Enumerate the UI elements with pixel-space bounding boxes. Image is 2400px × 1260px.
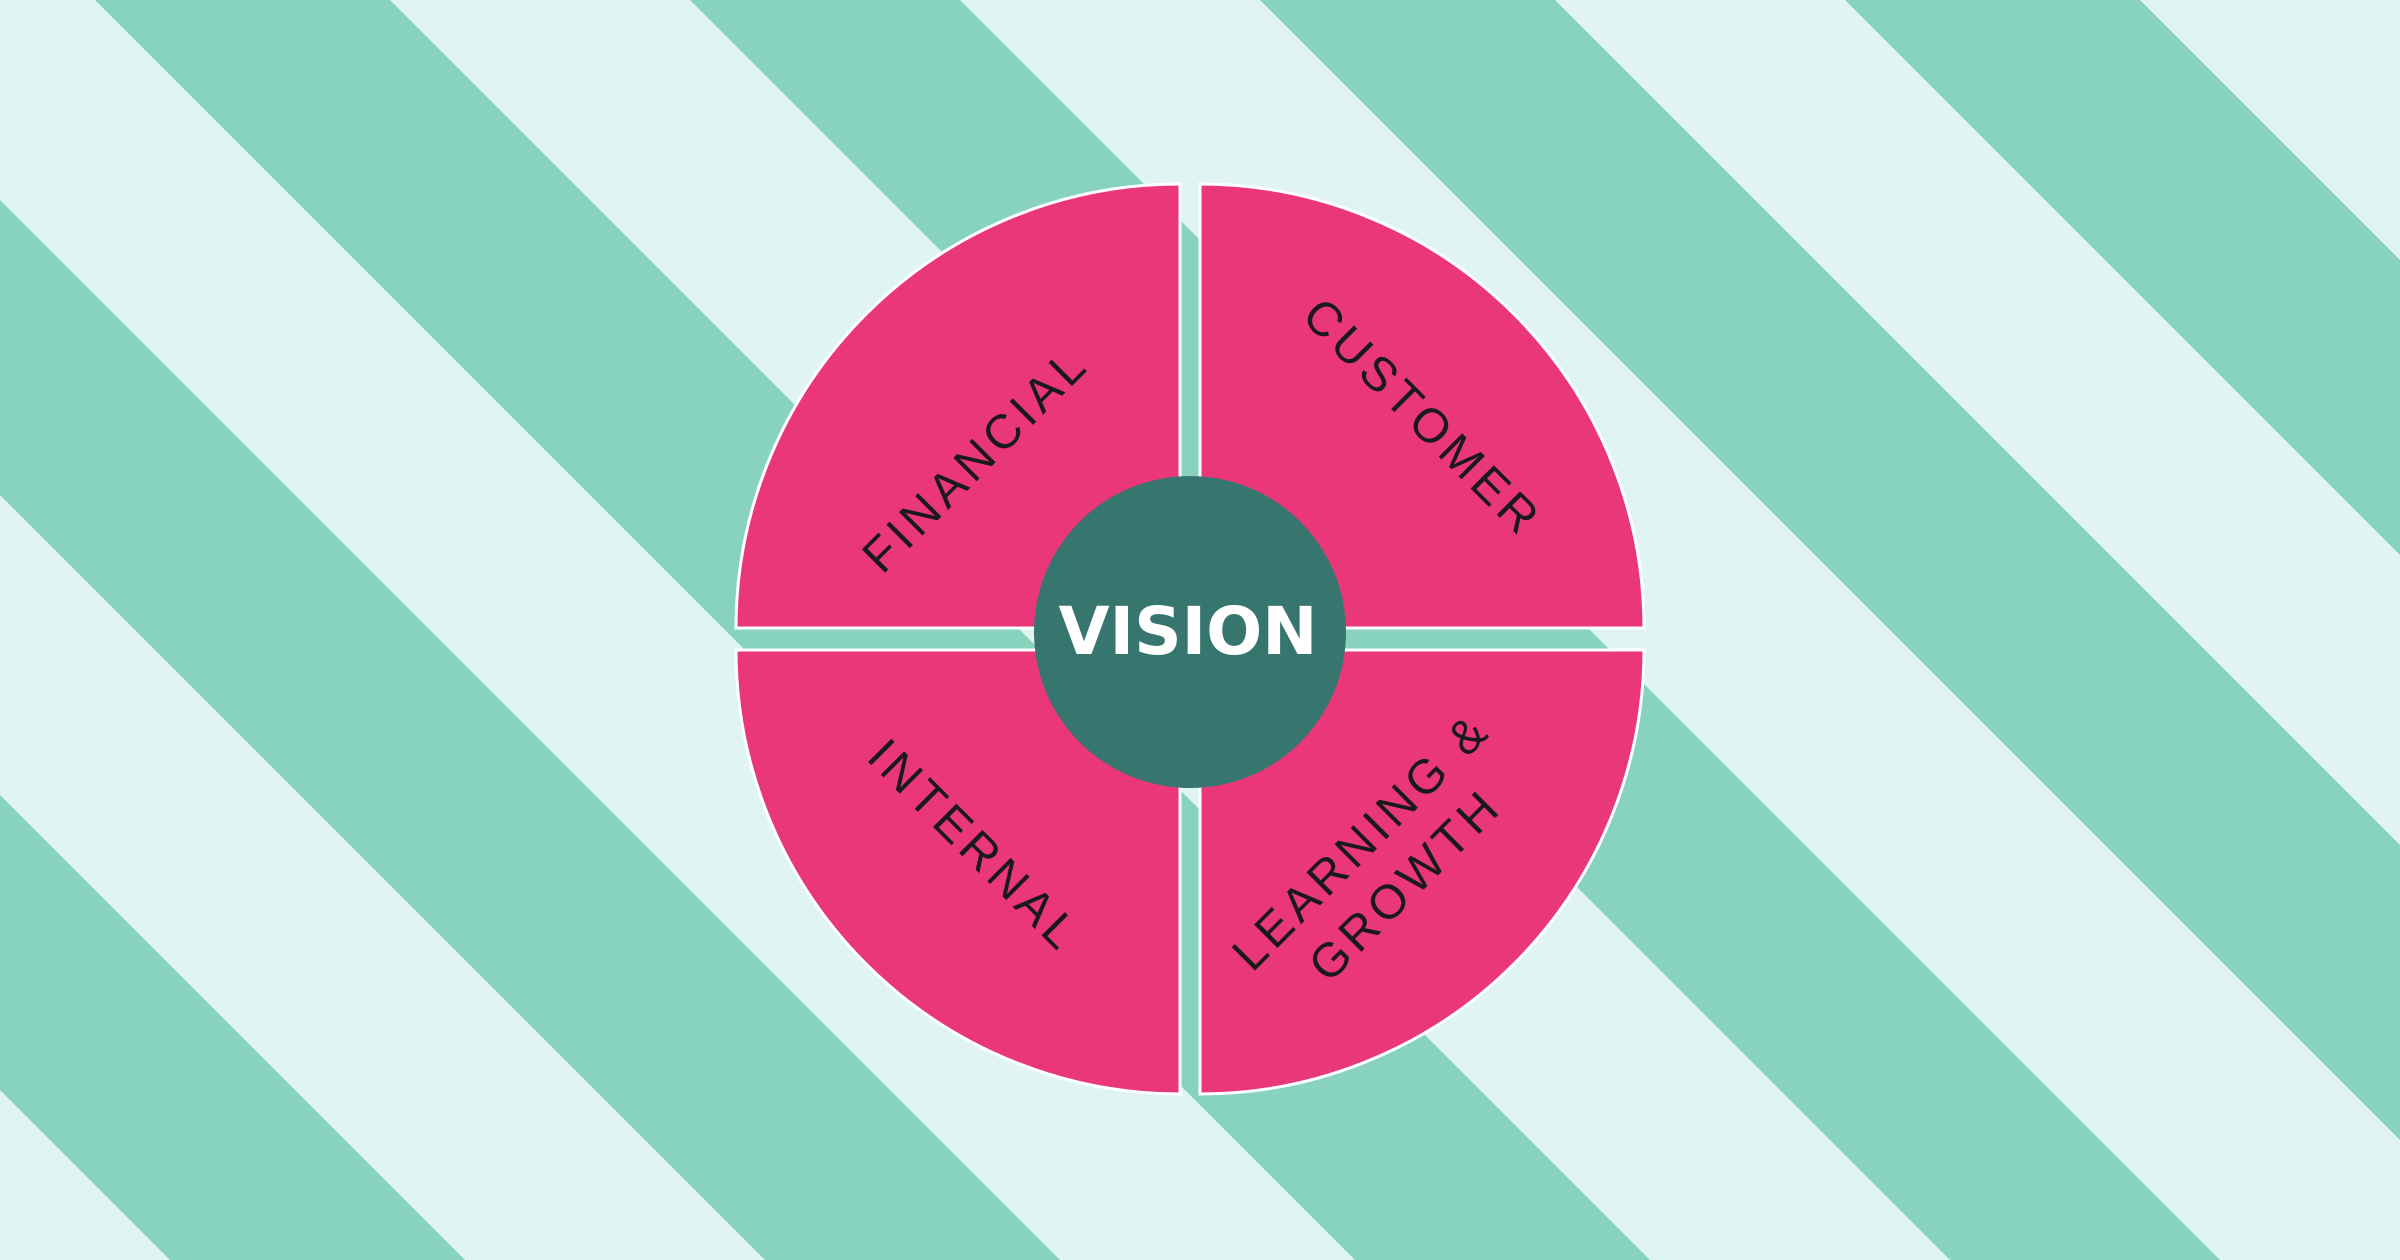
quadrant-learning-growth: [1198, 648, 1646, 1096]
stripe: [0, 795, 465, 1260]
quadrant-internal: [734, 648, 1182, 1096]
stripe: [1260, 0, 2400, 1140]
center-circle: [1034, 476, 1346, 788]
stripe: [0, 200, 1060, 1260]
quadrants: [734, 182, 1646, 1096]
quadrant-financial: [734, 182, 1182, 630]
stripe: [1845, 0, 2400, 555]
quadrant-customer: [1198, 182, 1646, 630]
center-label-vision: VISION: [1058, 593, 1317, 670]
